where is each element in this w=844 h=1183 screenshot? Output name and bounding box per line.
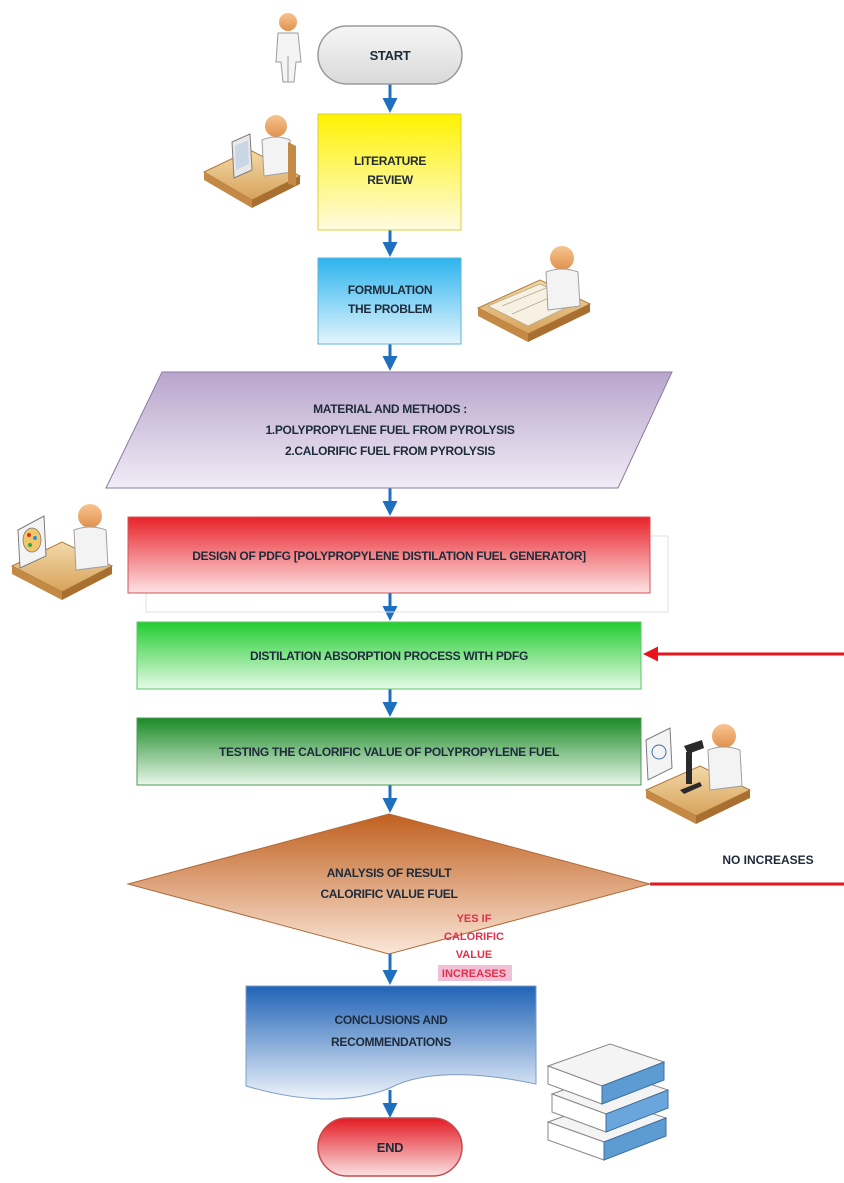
testing-label: TESTING THE CALORIFIC VALUE OF POLYPROPY…	[219, 745, 559, 759]
yes-branch-label: YES IF CALORIFIC VALUE INCREASES	[438, 913, 512, 981]
distilation-node: DISTILATION ABSORPTION PROCESS WITH PDFG	[136, 621, 642, 690]
end-label: END	[377, 1140, 404, 1155]
distilation-label: DISTILATION ABSORPTION PROCESS WITH PDFG	[250, 649, 528, 663]
analysis-decision-node: ANALYSIS OF RESULT CALORIFIC VALUE FUEL	[126, 813, 652, 955]
literature-review-line-1: LITERATURE	[354, 154, 426, 168]
scientist-microscope-icon	[644, 724, 752, 824]
conclusions-node: CONCLUSIONS AND RECOMMENDATIONS	[245, 985, 537, 1100]
start-node: START	[317, 25, 463, 85]
person-at-computer-icon	[202, 115, 302, 208]
literature-review-node: LITERATURE REVIEW	[317, 113, 462, 231]
end-node: END	[317, 1117, 463, 1177]
testing-node: TESTING THE CALORIFIC VALUE OF POLYPROPY…	[136, 717, 642, 786]
design-node: DESIGN OF PDFG [POLYPROPYLENE DISTILATIO…	[127, 516, 669, 613]
material-methods-line-1: MATERIAL AND METHODS :	[313, 402, 467, 416]
literature-review-line-2: REVIEW	[367, 173, 414, 187]
feedback-loop	[643, 646, 844, 886]
analysis-line-1: ANALYSIS OF RESULT	[327, 866, 453, 880]
conclusions-line-1: CONCLUSIONS AND	[334, 1013, 448, 1027]
yes-label-line-3: VALUE	[456, 949, 492, 961]
formulation-line-2: THE PROBLEM	[348, 302, 432, 316]
formulation-node: FORMULATION THE PROBLEM	[317, 257, 462, 345]
no-increases-label: NO INCREASES	[722, 853, 813, 867]
conclusions-line-2: RECOMMENDATIONS	[331, 1035, 451, 1049]
material-methods-line-2: 1.POLYPROPYLENE FUEL FROM PYROLYSIS	[265, 423, 514, 437]
book-stack-icon	[546, 1043, 670, 1161]
person-painting-icon	[10, 504, 114, 600]
start-label: START	[370, 48, 411, 63]
material-methods-line-3: 2.CALORIFIC FUEL FROM PYROLYSIS	[285, 444, 495, 458]
analysis-line-2: CALORIFIC VALUE FUEL	[320, 887, 457, 901]
yes-label-line-4: INCREASES	[442, 968, 506, 980]
person-standing-icon	[275, 13, 302, 83]
formulation-line-1: FORMULATION	[348, 283, 432, 297]
material-methods-node: MATERIAL AND METHODS : 1.POLYPROPYLENE F…	[105, 371, 673, 489]
person-at-drafting-table-icon	[476, 246, 592, 342]
yes-label-line-2: CALORIFIC	[444, 931, 504, 943]
yes-label-line-1: YES IF	[457, 913, 492, 925]
design-label: DESIGN OF PDFG [POLYPROPYLENE DISTILATIO…	[192, 549, 586, 563]
